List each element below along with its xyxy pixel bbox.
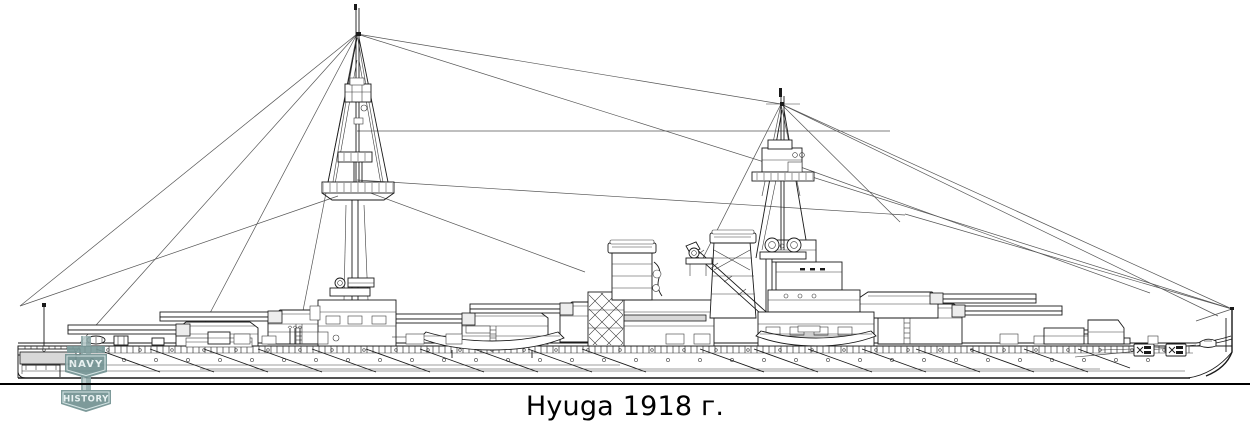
anchor-hull-stowed-2: [1133, 343, 1155, 357]
stern-fittings: [42, 303, 165, 346]
watermark-history-text: HISTORY: [63, 395, 109, 405]
deck-crane: [685, 241, 775, 330]
ships-boat-1: [419, 325, 565, 358]
caption-separator: [0, 383, 1250, 385]
watermark-navy-history-logo: NAVY HISTORY: [61, 336, 111, 412]
turret-ladder: [903, 318, 911, 344]
searchlights-bridge: [759, 237, 807, 260]
turret-ladder: [295, 324, 303, 344]
watermark-navy-text: NAVY: [69, 359, 103, 370]
boat-booms: [95, 348, 1131, 373]
caption-bar: Hyuga 1918 г.: [0, 382, 1250, 431]
fore-tripod-mast: [751, 88, 815, 259]
aft-mast-base-structure: [309, 277, 397, 347]
searchlight-platform-mid: [685, 247, 713, 276]
deck-fittings: [207, 319, 1159, 345]
ship-caption: Hyuga 1918 г.: [525, 391, 725, 422]
secondary-guns: [233, 325, 1049, 345]
ship-hull: [17, 309, 1233, 379]
ships-boat-2: [755, 325, 877, 347]
funnel-aft: [607, 239, 663, 301]
anchor-forward: [1199, 338, 1217, 348]
vent-cluster: [287, 325, 303, 344]
anchor-hull-stowed-1: [1165, 343, 1187, 357]
bow-fittings: [1073, 307, 1234, 357]
